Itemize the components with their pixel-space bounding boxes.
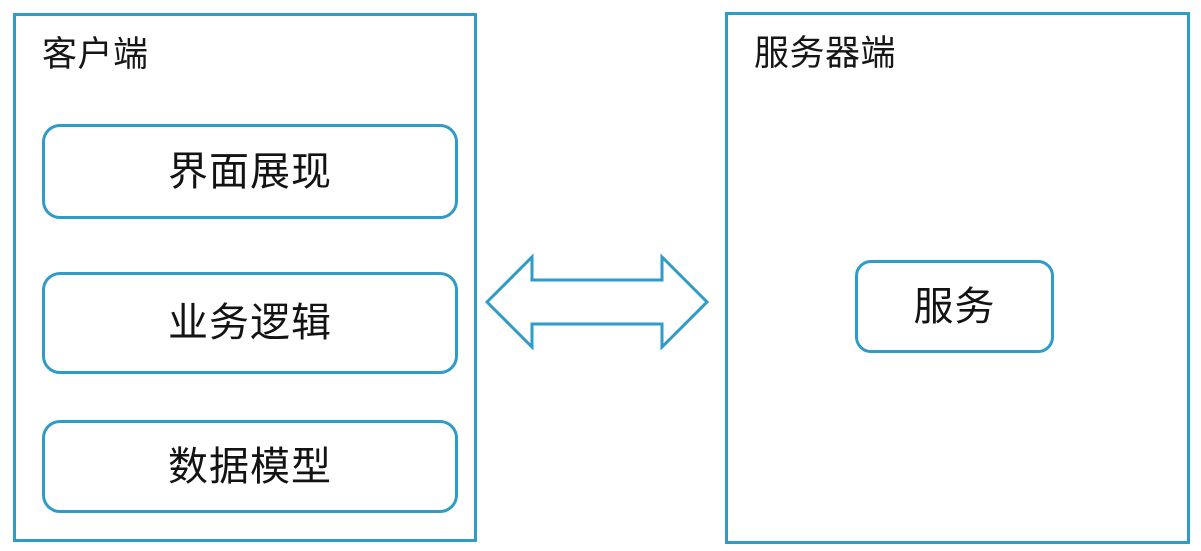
client-layer-ui-presentation-label: 界面展现 xyxy=(168,148,332,195)
server-component-service-label: 服务 xyxy=(913,283,996,330)
client-layer-data-model-label: 数据模型 xyxy=(168,443,332,490)
double-headed-arrow-icon xyxy=(484,253,710,351)
client-layer-data-model[interactable]: 数据模型 xyxy=(42,420,458,513)
client-layer-business-logic[interactable]: 业务逻辑 xyxy=(42,272,458,374)
server-panel-title: 服务器端 xyxy=(754,34,897,74)
client-layer-business-logic-label: 业务逻辑 xyxy=(168,300,332,346)
client-layer-ui-presentation[interactable]: 界面展现 xyxy=(42,124,458,219)
bidirectional-arrow-icon xyxy=(484,252,710,352)
client-panel-title: 客户端 xyxy=(42,35,149,75)
server-component-service[interactable]: 服务 xyxy=(855,260,1054,353)
